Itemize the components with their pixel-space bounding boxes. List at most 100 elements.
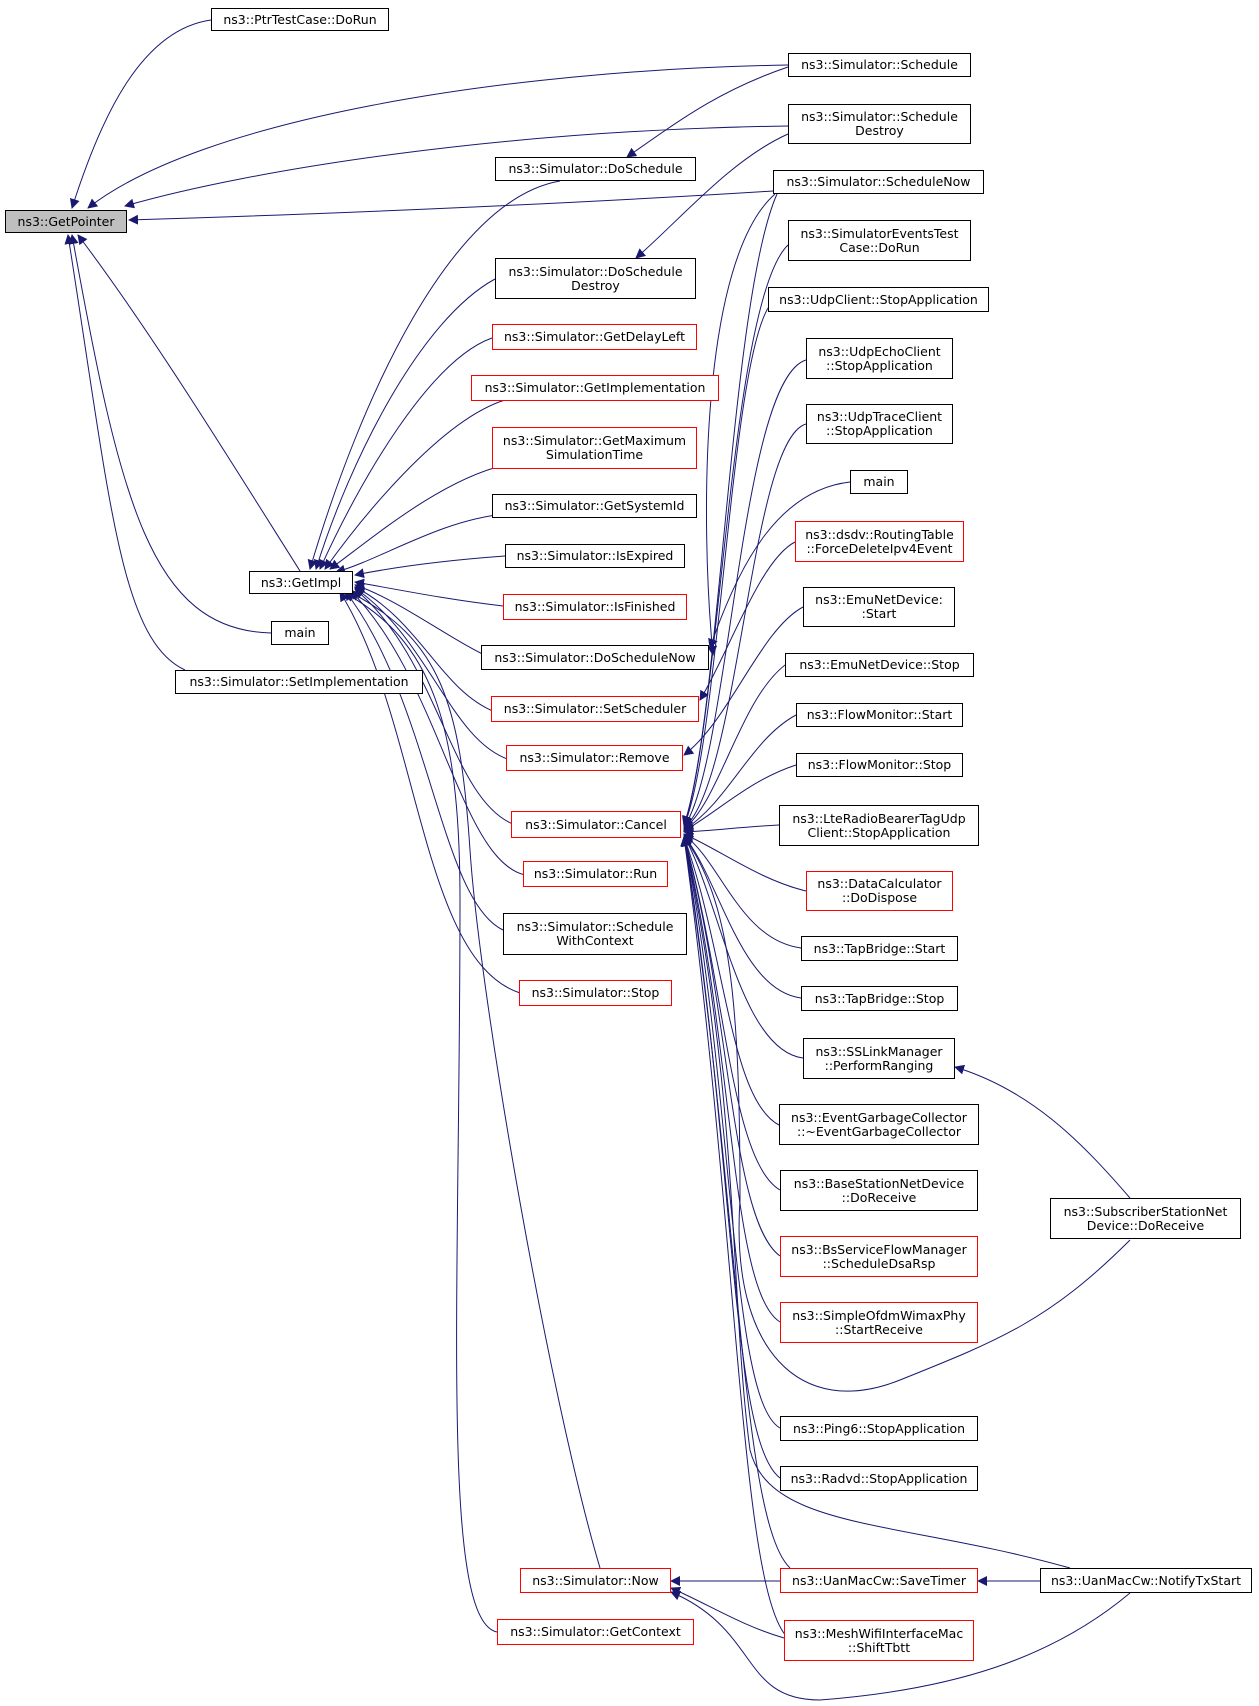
node-simulator-do-schedule[interactable]: ns3::Simulator::DoSchedule xyxy=(495,157,696,181)
edge-run-gi xyxy=(349,589,526,876)
node-get-pointer: ns3::GetPointer xyxy=(5,210,127,233)
node-simulator-get-implementation[interactable]: ns3::Simulator::GetImplementation xyxy=(471,375,719,401)
node-emu-net-device-stop[interactable]: ns3::EmuNetDevice::Stop xyxy=(785,653,974,677)
node-uan-mac-cw-save-timer[interactable]: ns3::UanMacCw::SaveTimer xyxy=(780,1568,978,1593)
node-simulator-is-finished[interactable]: ns3::Simulator::IsFinished xyxy=(503,594,687,620)
node-simulator-get-context[interactable]: ns3::Simulator::GetContext xyxy=(497,1619,694,1645)
edge-sched-gp xyxy=(87,64,789,209)
node-data-calculator-do-dispose[interactable]: ns3::DataCalculator ::DoDispose xyxy=(806,871,953,911)
node-simulator-get-system-id[interactable]: ns3::Simulator::GetSystemId xyxy=(492,494,697,518)
edge-flowstart-cx xyxy=(683,714,797,831)
edge-setimpl-gp xyxy=(64,234,186,671)
node-bs-service-flow-manager-schedule-dsa-rsp[interactable]: ns3::BsServiceFlowManager ::ScheduleDsaR… xyxy=(780,1236,978,1277)
node-simulator-set-implementation[interactable]: ns3::Simulator::SetImplementation xyxy=(175,670,423,694)
edge-meshshift-now xyxy=(670,1587,785,1639)
node-flow-monitor-start[interactable]: ns3::FlowMonitor::Start xyxy=(796,703,963,727)
node-simulator-schedule-now[interactable]: ns3::Simulator::ScheduleNow xyxy=(773,170,984,194)
node-simulator-set-scheduler[interactable]: ns3::Simulator::SetScheduler xyxy=(491,696,699,722)
node-simple-ofdm-wimax-phy-start-receive[interactable]: ns3::SimpleOfdmWimaxPhy ::StartReceive xyxy=(780,1302,978,1343)
node-flow-monitor-stop[interactable]: ns3::FlowMonitor::Stop xyxy=(796,753,963,777)
edge-evgc-cx xyxy=(682,836,780,1126)
edge-ds-gi xyxy=(307,180,561,570)
edge-getimpl-gp xyxy=(77,234,301,572)
node-main[interactable]: main xyxy=(271,621,329,645)
edge-sc-gi xyxy=(344,590,504,931)
edge-emustop-cx xyxy=(683,664,786,830)
edge-gdl-gi xyxy=(319,337,493,570)
edge-uannotify-now xyxy=(670,1590,1131,1701)
edge-ofdm-cx xyxy=(681,836,781,1323)
node-get-impl[interactable]: ns3::GetImpl xyxy=(249,571,353,594)
node-simulator-do-schedule-destroy[interactable]: ns3::Simulator::DoSchedule Destroy xyxy=(495,258,696,299)
edge-datacalc-cx xyxy=(683,833,807,892)
edge-bsflow-cx xyxy=(681,836,781,1257)
edge-ptrtest xyxy=(69,19,212,209)
edge-uannotify-cx xyxy=(680,836,1071,1569)
edge-rm-gi xyxy=(354,587,511,761)
edge-uansave-cx xyxy=(680,836,791,1569)
node-tap-bridge-start[interactable]: ns3::TapBridge::Start xyxy=(801,936,958,961)
edge-gc-gi xyxy=(344,592,498,1633)
edge-sched-ds xyxy=(626,66,789,158)
edge-scheddestroy-dsd xyxy=(635,133,789,259)
edge-tapstop-cx xyxy=(683,835,802,999)
node-lte-radio-bearer-tag-udp-client[interactable]: ns3::LteRadioBearerTagUdp Client::StopAp… xyxy=(779,805,979,846)
node-dsdv-routing-table-force-delete[interactable]: ns3::dsdv::RoutingTable ::ForceDeleteIpv… xyxy=(795,521,964,562)
node-ptr-test-case-do-run[interactable]: ns3::PtrTestCase::DoRun xyxy=(211,8,389,31)
node-subscriber-station-net-device-do-receive[interactable]: ns3::SubscriberStationNet Device::DoRece… xyxy=(1050,1198,1241,1239)
edge-ssrecv-sslink xyxy=(954,1064,1131,1199)
edge-main1-gp xyxy=(68,234,272,634)
edge-if-gi xyxy=(354,578,504,607)
edge-flowstop-cx xyxy=(683,764,797,832)
node-simulator-is-expired[interactable]: ns3::Simulator::IsExpired xyxy=(505,544,685,568)
edge-ss-gi xyxy=(354,586,496,713)
node-udp-echo-client-stop-application[interactable]: ns3::UdpEchoClient ::StopApplication xyxy=(806,338,953,379)
node-udp-client-stop-application[interactable]: ns3::UdpClient::StopApplication xyxy=(768,287,989,312)
edge-gms-gi xyxy=(329,464,506,570)
node-simulator-remove[interactable]: ns3::Simulator::Remove xyxy=(506,745,683,771)
edge-sslink-cx xyxy=(683,835,804,1059)
edge-gimpl-gi xyxy=(324,399,506,570)
edge-main2-dsn xyxy=(708,481,851,649)
edge-udpc-cx xyxy=(682,304,771,827)
node-simulator-get-maximum-simulation-time[interactable]: ns3::Simulator::GetMaximum SimulationTim… xyxy=(492,427,697,469)
node-emu-net-device-start[interactable]: ns3::EmuNetDevice: :Start xyxy=(803,587,955,627)
node-simulator-get-delay-left[interactable]: ns3::Simulator::GetDelayLeft xyxy=(492,324,697,350)
node-simulator-schedule[interactable]: ns3::Simulator::Schedule xyxy=(788,53,971,77)
node-simulator-schedule-with-context[interactable]: ns3::Simulator::Schedule WithContext xyxy=(503,913,687,955)
edge-cx-gi xyxy=(354,588,516,826)
edge-schednow-gp xyxy=(128,190,774,225)
edge-udpe-cx xyxy=(683,359,807,828)
edge-udpt-cx xyxy=(683,423,807,829)
node-base-station-net-device-do-receive[interactable]: ns3::BaseStationNetDevice ::DoReceive xyxy=(780,1170,978,1211)
node-simulator-schedule-destroy[interactable]: ns3::Simulator::Schedule Destroy xyxy=(788,104,971,144)
node-tap-bridge-stop[interactable]: ns3::TapBridge::Stop xyxy=(801,986,958,1011)
edge-meshshift-cx xyxy=(680,836,791,1641)
edge-dsd-gi xyxy=(313,278,496,570)
node-udp-trace-client-stop-application[interactable]: ns3::UdpTraceClient ::StopApplication xyxy=(806,404,953,444)
edge-scheddestroy-gp xyxy=(124,125,789,209)
node-simulator-now[interactable]: ns3::Simulator::Now xyxy=(520,1568,671,1593)
node-event-garbage-collector[interactable]: ns3::EventGarbageCollector ::~EventGarba… xyxy=(779,1104,979,1145)
node-simulator-run[interactable]: ns3::Simulator::Run xyxy=(523,861,668,887)
node-ping6-stop-application[interactable]: ns3::Ping6::StopApplication xyxy=(780,1416,978,1441)
edge-tapstart-cx xyxy=(683,834,802,949)
edge-ssrecv-cx xyxy=(683,836,1131,1392)
edge-ie-gi xyxy=(354,555,506,579)
node-simulator-cancel[interactable]: ns3::Simulator::Cancel xyxy=(511,811,681,838)
edge-gsi-gi xyxy=(335,513,506,575)
node-radvd-stop-application[interactable]: ns3::Radvd::StopApplication xyxy=(780,1466,978,1491)
node-simulator-events-test-case-do-run[interactable]: ns3::SimulatorEventsTest Case::DoRun xyxy=(788,220,971,261)
node-main-2[interactable]: main xyxy=(850,470,908,494)
edge-simev-cx xyxy=(682,244,789,827)
node-uan-mac-cw-notify-tx-start[interactable]: ns3::UanMacCw::NotifyTxStart xyxy=(1040,1568,1252,1593)
node-simulator-stop[interactable]: ns3::Simulator::Stop xyxy=(519,980,672,1006)
node-mesh-wifi-interface-mac-shift-tbtt[interactable]: ns3::MeshWifiInterfaceMac ::ShiftTbtt xyxy=(784,1620,974,1661)
edge-dsn-gi xyxy=(354,583,496,661)
node-simulator-do-schedule-now[interactable]: ns3::Simulator::DoScheduleNow xyxy=(481,645,709,670)
edge-lte-cx xyxy=(683,824,780,837)
node-ss-link-manager-perform-ranging[interactable]: ns3::SSLinkManager ::PerformRanging xyxy=(803,1038,955,1079)
edge-st-gi xyxy=(339,591,521,994)
